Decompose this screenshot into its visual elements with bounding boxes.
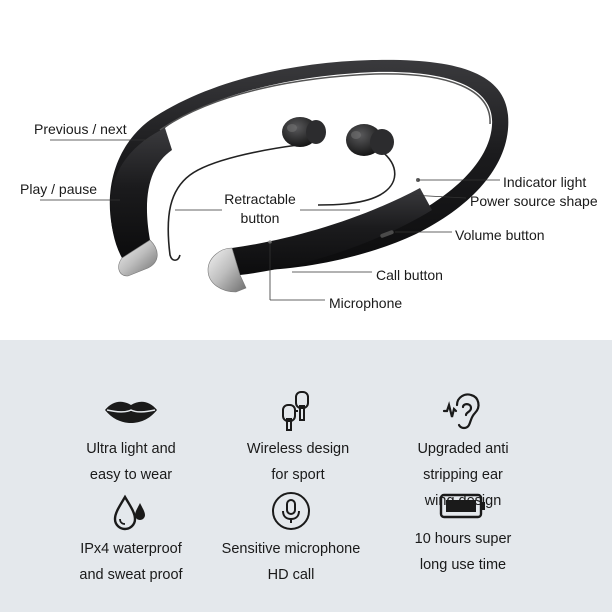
feature-wireless-line2: for sport	[271, 467, 325, 483]
feature-battery: 10 hours super long use time	[368, 486, 558, 578]
neckband-headset-illustration	[40, 59, 509, 301]
callout-retractable-button: Retractable button	[220, 190, 300, 228]
feature-wireless: Wireless design for sport	[203, 386, 393, 488]
feature-waterproof: IPx4 waterproof and sweat proof	[36, 486, 226, 588]
features-panel: Ultra light and easy to wear Wireless de…	[0, 340, 612, 612]
left-earbud	[282, 117, 326, 147]
feature-ear-wing-line1: Upgraded anti	[417, 441, 509, 457]
callout-play-pause: Play / pause	[20, 181, 98, 197]
left-metal-tip	[118, 239, 158, 277]
feature-ultra-light-line2: easy to wear	[89, 467, 173, 483]
callout-call-button: Call button	[376, 267, 443, 283]
feature-ultra-light: Ultra light and easy to wear	[36, 386, 226, 488]
feature-waterproof-line2: and sweat proof	[79, 567, 183, 583]
callout-retractable-line2: button	[240, 210, 280, 226]
right-arm	[232, 188, 432, 275]
callout-indicator-light: Indicator light	[503, 174, 587, 190]
feature-microphone: Sensitive microphone HD call	[196, 486, 386, 588]
callout-power-source-shape: Power source shape	[470, 193, 598, 209]
feature-battery-line1: 10 hours super	[414, 531, 512, 547]
earbuds-icon	[203, 386, 393, 436]
feature-waterproof-line1: IPx4 waterproof	[80, 541, 182, 557]
ear-icon	[368, 386, 558, 436]
product-diagram: Previous / next Play / pause Retractable…	[20, 59, 598, 311]
callout-leaders	[40, 139, 500, 301]
feature-wireless-line1: Wireless design	[246, 441, 350, 457]
left-arm	[110, 128, 172, 258]
lips-icon	[36, 386, 226, 436]
right-earbud-cable	[317, 149, 396, 206]
water-drops-icon	[36, 486, 226, 536]
right-metal-tip	[207, 247, 247, 293]
left-earbud-cable	[167, 144, 299, 262]
feature-battery-line2: long use time	[419, 557, 507, 573]
feature-ear-wing-line2: stripping ear	[423, 467, 503, 483]
feature-ultra-light-line1: Ultra light and	[86, 441, 176, 457]
callout-previous-next: Previous / next	[34, 121, 127, 137]
feature-microphone-line1: Sensitive microphone	[221, 541, 361, 557]
feature-microphone-line2: HD call	[267, 567, 315, 583]
callout-retractable-line1: Retractable	[224, 191, 296, 207]
microphone-icon	[196, 486, 386, 536]
right-earbud	[346, 124, 394, 156]
callout-microphone: Microphone	[329, 295, 403, 311]
callout-volume-button: Volume button	[455, 227, 545, 243]
battery-icon	[368, 486, 558, 526]
